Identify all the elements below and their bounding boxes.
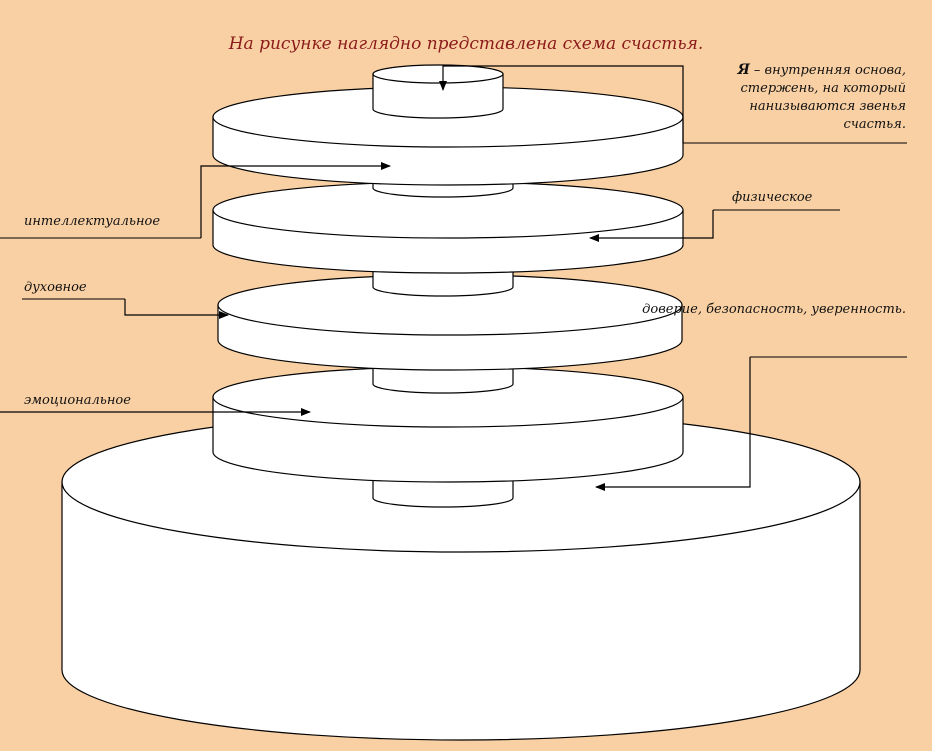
label-intellectual: интеллектуальное — [24, 214, 161, 229]
core-note: Я – внутренняя основа, стержень, на кото… — [690, 61, 906, 134]
intellectual-connector-line — [200, 162, 391, 238]
core-letter: Я — [737, 62, 750, 78]
label-emotional: эмоциональное — [24, 393, 131, 408]
trust-connector-line — [595, 357, 751, 491]
spiritual-disk — [217, 274, 683, 371]
label-physical: физическое — [732, 190, 813, 205]
core-top-cylinder — [372, 64, 504, 119]
physical-disk — [212, 181, 684, 274]
label-trust: доверие, безопасность, уверенность. — [642, 302, 906, 317]
emotional-disk — [212, 366, 684, 483]
label-spiritual: духовное — [24, 280, 87, 295]
diagram-title: На рисунке наглядно представлена схема с… — [228, 34, 704, 54]
intellectual-disk — [212, 86, 684, 186]
core-description: – внутренняя основа, стержень, на которы… — [740, 63, 906, 132]
physical-connector-line — [589, 210, 714, 242]
core-connector-line — [439, 65, 684, 143]
spiritual-connector-line — [124, 299, 229, 319]
